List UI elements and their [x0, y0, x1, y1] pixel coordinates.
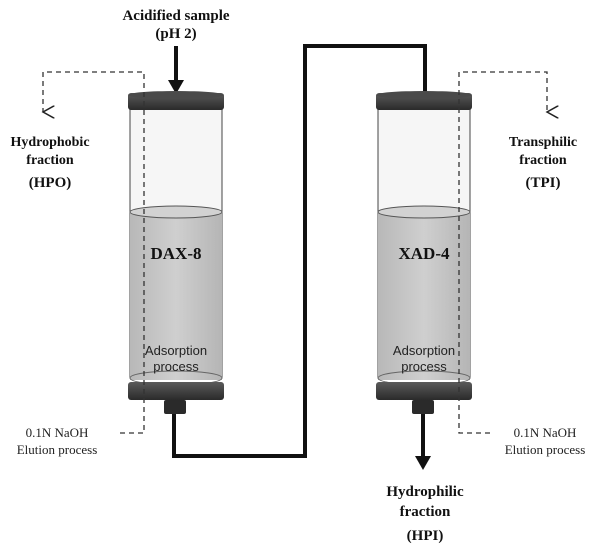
hpi-label-line2: fraction — [400, 504, 451, 520]
tpi-elution-path — [458, 71, 547, 434]
xad4-bottom-cap — [376, 382, 472, 400]
xad4-process-line2: process — [401, 359, 447, 374]
hpo-label-line2: fraction — [26, 153, 74, 168]
dax8-process-line1: Adsorption — [145, 343, 207, 358]
dax8-resin-label: DAX-8 — [151, 244, 202, 263]
tpi-abbr: (TPI) — [526, 175, 561, 191]
xad4-process-line1: Adsorption — [393, 343, 455, 358]
dax8-top-cap-rim — [128, 91, 224, 99]
dax8-outlet-nozzle — [164, 400, 186, 414]
hpo-elution-process: Elution process — [17, 442, 98, 457]
sample-label: Acidified sample — [122, 8, 229, 24]
xad4-column — [376, 91, 472, 414]
tpi-elution-reagent: 0.1N NaOH — [514, 425, 577, 440]
dax8-resin-bed — [130, 212, 222, 380]
hpi-abbr: (HPI) — [407, 528, 444, 544]
connecting-tube — [172, 44, 427, 458]
xad4-resin-top — [377, 205, 471, 219]
sample-ph-label: (pH 2) — [155, 26, 196, 42]
xad4-resin-label: XAD-4 — [399, 244, 450, 263]
tpi-elution-process: Elution process — [505, 442, 586, 457]
hpi-outlet-arrowhead — [415, 456, 431, 470]
hpi-label-line1: Hydrophilic — [386, 484, 464, 500]
tpi-label-line1: Transphilic — [509, 135, 577, 150]
hpo-label-line1: Hydrophobic — [10, 135, 89, 150]
sample-inlet-arrowhead — [168, 80, 184, 94]
dax8-process-line2: process — [153, 359, 199, 374]
tpi-label-line2: fraction — [519, 153, 567, 168]
xad4-resin-bed — [378, 212, 470, 380]
hpo-elution-reagent: 0.1N NaOH — [26, 425, 89, 440]
xad4-top-cap-rim — [376, 91, 472, 99]
hpo-abbr: (HPO) — [29, 175, 72, 191]
dax8-bottom-cap — [128, 382, 224, 400]
xad4-outlet-nozzle — [412, 400, 434, 414]
hpo-elution-path — [43, 71, 145, 434]
dax8-resin-top — [129, 205, 223, 219]
dax8-column — [128, 91, 224, 414]
